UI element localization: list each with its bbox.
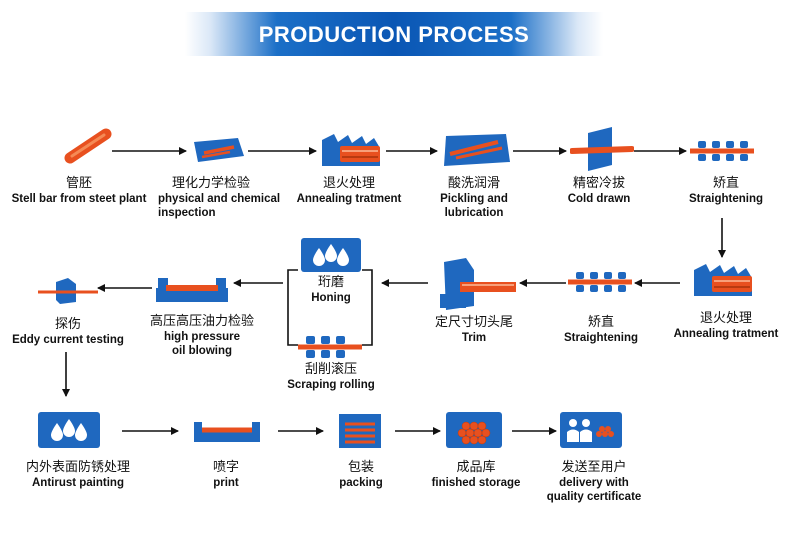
antirust-drops-icon (38, 412, 100, 448)
pressure-test-icon (156, 278, 228, 302)
packing-box-icon (339, 414, 381, 448)
delivery-users-icon (560, 412, 622, 448)
trim-saw-icon (440, 258, 516, 310)
honing-drops-icon (301, 238, 361, 272)
inspection-tray-icon (194, 138, 244, 162)
cold-draw-die-icon (570, 127, 634, 171)
pickling-tank-icon (444, 134, 510, 166)
bracket-scraping (362, 269, 373, 346)
straightening-rollers-icon (568, 272, 632, 292)
scraping-rollers-icon (298, 336, 362, 358)
title-banner: PRODUCTION PROCESS (185, 12, 603, 56)
furnace-icon (322, 134, 380, 166)
eddy-current-icon (38, 278, 98, 304)
straightening-rollers-icon (690, 141, 754, 161)
storage-tubes-icon (446, 412, 502, 448)
page-title: PRODUCTION PROCESS (258, 22, 530, 47)
print-tray-icon (194, 422, 260, 442)
steel-bar-icon (64, 128, 112, 164)
furnace-icon (694, 264, 752, 296)
bracket-honing (287, 269, 298, 346)
